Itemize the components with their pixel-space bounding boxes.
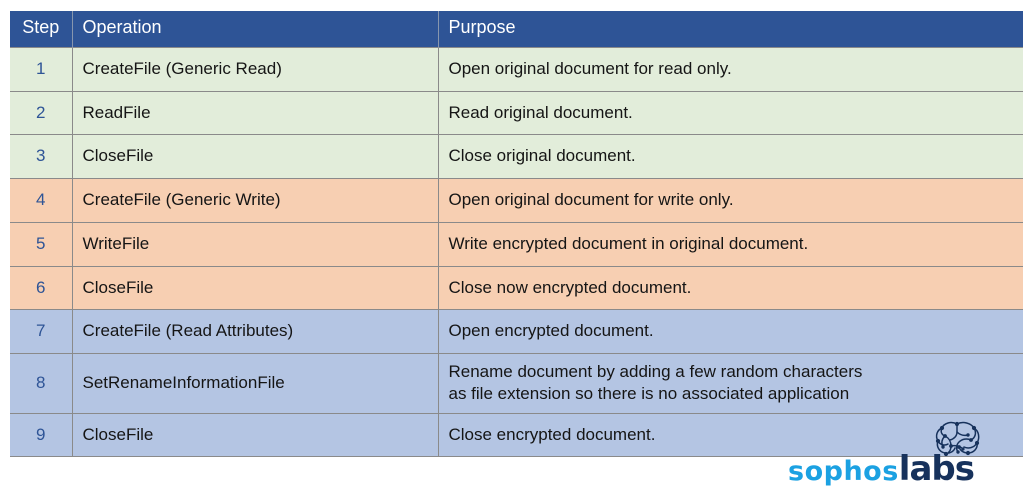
- cell-operation: CloseFile: [72, 412, 439, 458]
- cell-purpose-line-2: as file extension so there is no associa…: [448, 383, 850, 403]
- operations-table: Step Operation Purpose 1 CreateFile (Gen…: [10, 11, 1023, 458]
- cell-purpose: Close now encrypted document.: [438, 265, 1023, 311]
- table-header: Step Operation Purpose: [10, 11, 1023, 48]
- table-row: 8 SetRenameInformationFile Rename docume…: [10, 353, 1023, 414]
- cell-step: 3: [10, 134, 73, 180]
- table-row: 9 CloseFile Close encrypted document.: [10, 412, 1023, 458]
- cell-purpose: Open original document for read only.: [438, 46, 1023, 92]
- table-row: 2 ReadFile Read original document.: [10, 90, 1023, 136]
- column-header-purpose: Purpose: [438, 11, 1023, 48]
- cell-operation: CreateFile (Read Attributes): [72, 309, 439, 355]
- cell-purpose: Write encrypted document in original doc…: [438, 221, 1023, 267]
- brain-network-icon: [935, 421, 980, 457]
- cell-operation: ReadFile: [72, 90, 439, 136]
- table-row: 4 CreateFile (Generic Write) Open origin…: [10, 178, 1023, 223]
- cell-step: 8: [10, 353, 73, 414]
- table-row: 6 CloseFile Close now encrypted document…: [10, 265, 1023, 311]
- cell-operation: CreateFile (Generic Write): [72, 178, 439, 223]
- cell-purpose: Read original document.: [438, 90, 1023, 136]
- cell-operation: CloseFile: [72, 265, 439, 311]
- cell-step: 9: [10, 412, 73, 458]
- cell-operation: CreateFile (Generic Read): [72, 46, 439, 92]
- cell-step: 6: [10, 265, 73, 311]
- table-row: 3 CloseFile Close original document.: [10, 134, 1023, 180]
- cell-purpose: Rename document by adding a few random c…: [438, 353, 1023, 414]
- cell-step: 5: [10, 221, 73, 267]
- cell-step: 2: [10, 90, 73, 136]
- logo-text-labs: labs: [898, 449, 975, 489]
- sophoslabs-wordmark: sophoslabs: [788, 452, 975, 487]
- cell-step: 1: [10, 46, 73, 92]
- sophoslabs-logo: sophoslabs: [788, 418, 1013, 487]
- cell-step: 4: [10, 178, 73, 223]
- cell-operation: SetRenameInformationFile: [72, 353, 439, 414]
- column-header-operation: Operation: [72, 11, 439, 48]
- cell-purpose: Open encrypted document.: [438, 309, 1023, 355]
- column-header-step: Step: [10, 11, 73, 48]
- table-header-row: Step Operation Purpose: [10, 11, 1023, 48]
- operations-table-container: Step Operation Purpose 1 CreateFile (Gen…: [10, 11, 1023, 458]
- cell-step: 7: [10, 309, 73, 355]
- table-body: 1 CreateFile (Generic Read) Open origina…: [10, 46, 1023, 458]
- logo-text-sophos: sophos: [788, 456, 899, 487]
- cell-purpose: Close original document.: [438, 134, 1023, 180]
- cell-purpose: Close encrypted document.: [438, 412, 1023, 458]
- table-row: 5 WriteFile Write encrypted document in …: [10, 221, 1023, 267]
- table-row: 7 CreateFile (Read Attributes) Open encr…: [10, 309, 1023, 355]
- table-row: 1 CreateFile (Generic Read) Open origina…: [10, 46, 1023, 92]
- cell-purpose-line-1: Rename document by adding a few random c…: [448, 362, 863, 382]
- cell-operation: CloseFile: [72, 134, 439, 180]
- cell-operation: WriteFile: [72, 221, 439, 267]
- cell-purpose: Open original document for write only.: [438, 178, 1023, 223]
